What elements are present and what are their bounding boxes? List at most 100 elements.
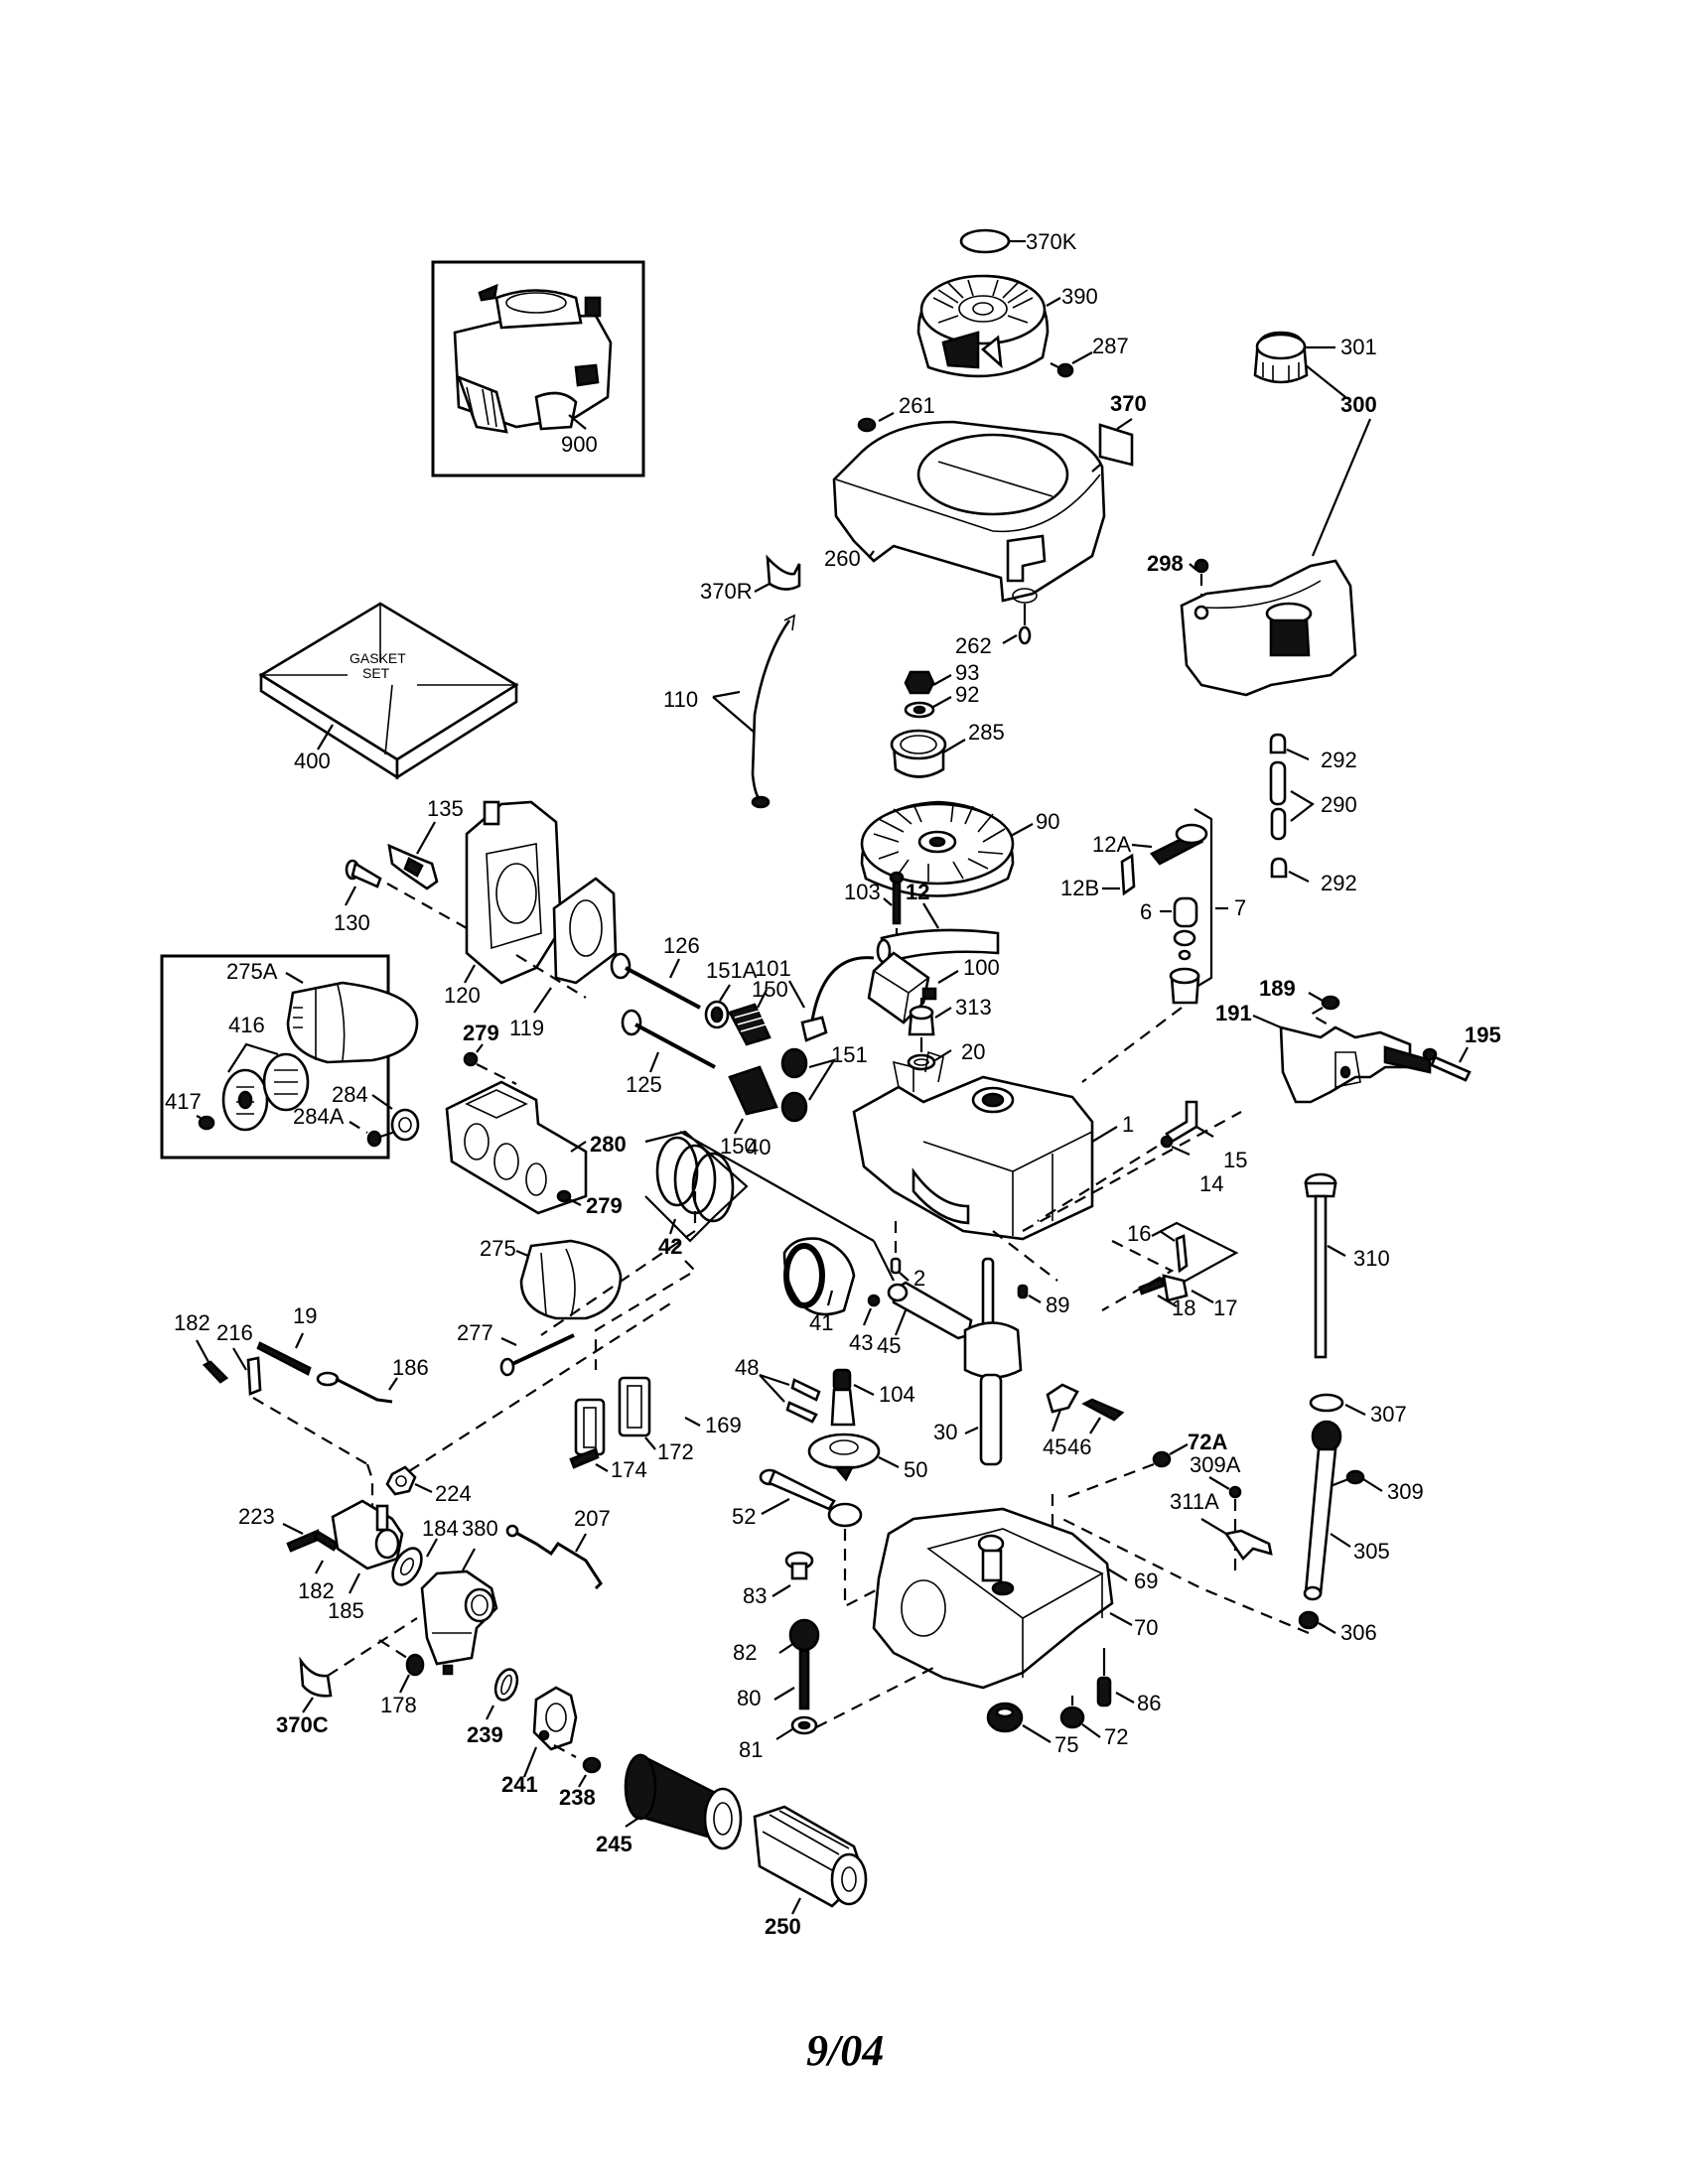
part-label-400: 400 xyxy=(294,749,331,773)
part-label-150-lower: 150 xyxy=(720,1134,757,1159)
part-83-bushing: 83 xyxy=(743,1551,814,1608)
part-250-filter-cover: 250 xyxy=(753,1805,868,1939)
air-cleaner-inset: 275A 416 417 284 284A xyxy=(160,954,420,1160)
part-72A-plug: 72A xyxy=(1061,1430,1227,1501)
part-label-169: 169 xyxy=(705,1413,742,1437)
part-label-18: 18 xyxy=(1172,1296,1195,1320)
part-309A-screw: 309A xyxy=(1190,1452,1242,1578)
part-100-ignition-module: 100 xyxy=(867,951,1000,1024)
part-label-191: 191 xyxy=(1215,1001,1252,1025)
part-label-120: 120 xyxy=(444,983,481,1008)
part-label-103: 103 xyxy=(844,880,881,904)
part-14-clip: 14 xyxy=(1037,1135,1223,1222)
part-label-185: 185 xyxy=(328,1598,364,1623)
part-label-43: 43 xyxy=(849,1330,873,1355)
part-151-valve-retainers: 151 xyxy=(780,1042,868,1123)
part-191-control-bracket: 191 xyxy=(1215,1001,1432,1104)
part-label-17: 17 xyxy=(1213,1296,1237,1320)
part-label-260: 260 xyxy=(824,546,861,571)
part-75-oil-seal: 75 xyxy=(986,1702,1078,1757)
part-292-clamp-lower: 292 xyxy=(1270,857,1357,895)
part-370C-decal: 370C xyxy=(276,1617,418,1737)
part-label-238: 238 xyxy=(559,1785,596,1810)
part-label-189: 189 xyxy=(1259,976,1296,1001)
part-182-screw-upper: 182 xyxy=(174,1310,229,1384)
part-label-48: 48 xyxy=(735,1355,759,1380)
part-label-80: 80 xyxy=(737,1686,761,1710)
part-101-spark-plug-wire: 101 xyxy=(755,956,875,1042)
part-150-valve-spring-lower: 150 xyxy=(720,1065,778,1159)
part-label-186: 186 xyxy=(392,1355,429,1380)
part-label-285: 285 xyxy=(968,720,1005,745)
part-label-261: 261 xyxy=(899,393,935,418)
part-label-50: 50 xyxy=(904,1457,927,1482)
part-2-dowel-pin: 2 xyxy=(890,1221,925,1291)
part-126-exhaust-valve: 126 xyxy=(610,933,701,1010)
part-238-screw: 238 xyxy=(553,1744,602,1810)
part-70-oil-sump: 69 70 xyxy=(872,1507,1158,1690)
part-label-216: 216 xyxy=(216,1320,253,1345)
part-104-cam-follower: 104 xyxy=(832,1368,915,1407)
part-287-screw: 287 xyxy=(1050,334,1129,378)
part-label-311A: 311A xyxy=(1170,1489,1219,1514)
part-label-82: 82 xyxy=(733,1640,757,1665)
part-label-151A: 151A xyxy=(706,958,758,983)
part-223-screw: 223 xyxy=(238,1504,322,1553)
part-279-screw-lower: 279 xyxy=(556,1189,623,1218)
part-72-drain-plug: 72 xyxy=(1059,1696,1128,1749)
part-185-intake-elbow: 185 xyxy=(328,1499,404,1623)
part-186-link: 186 xyxy=(316,1355,429,1404)
part-12-ground-wire: 12 xyxy=(876,880,1000,965)
part-30-crankshaft: 30 xyxy=(933,1257,1023,1466)
part-12A-lead: 12A xyxy=(1092,823,1208,866)
part-284A-screw: 284A xyxy=(293,1104,396,1148)
part-43-pin-lock: 43 xyxy=(849,1294,881,1355)
part-182-screw-lower: 182 xyxy=(298,1530,340,1603)
part-label-126: 126 xyxy=(663,933,700,958)
part-label-45-lower: 45 xyxy=(1043,1434,1066,1459)
part-90-flywheel: 90 xyxy=(860,800,1059,897)
part-400-gasket-set: GASKET SET 400 xyxy=(258,602,519,780)
part-370R-decal: 370R xyxy=(700,554,801,604)
part-label-81: 81 xyxy=(739,1737,763,1762)
part-150-valve-spring-upper: 150 xyxy=(728,977,788,1046)
footer-date: 9/04 xyxy=(806,2026,884,2075)
part-280-muffler-guard: 280 xyxy=(445,1080,627,1215)
part-207-choke-link: 207 xyxy=(505,1506,611,1590)
part-label-224: 224 xyxy=(435,1481,472,1506)
part-label-309: 309 xyxy=(1387,1479,1424,1504)
part-380-carburetor: 380 xyxy=(420,1516,498,1676)
assembly-lines xyxy=(540,1111,1242,1370)
part-label-12A: 12A xyxy=(1092,832,1131,857)
part-119-head-gasket: 119 xyxy=(509,877,618,1040)
part-label-298: 298 xyxy=(1147,551,1184,576)
part-label-100: 100 xyxy=(963,955,1000,980)
part-label-262: 262 xyxy=(955,633,992,658)
part-label-284: 284 xyxy=(332,1082,368,1107)
part-195-link: 195 xyxy=(1422,1023,1501,1082)
part-label-239: 239 xyxy=(467,1722,503,1747)
part-label-2: 2 xyxy=(913,1266,925,1291)
part-label-89: 89 xyxy=(1046,1293,1069,1317)
part-277-bolt: 277 xyxy=(457,1320,575,1377)
part-label-182-lower: 182 xyxy=(298,1578,335,1603)
inset-frame xyxy=(431,260,645,478)
part-label-250: 250 xyxy=(765,1914,801,1939)
part-label-279-lower: 279 xyxy=(586,1193,623,1218)
part-label-195: 195 xyxy=(1465,1023,1501,1047)
fuel-tank xyxy=(1180,559,1357,697)
part-label-416: 416 xyxy=(228,1013,265,1037)
part-80-shaft: 80 xyxy=(737,1649,810,1710)
part-20-seal: 20 xyxy=(907,1039,985,1071)
part-label-279-upper: 279 xyxy=(463,1021,499,1045)
part-285-fan-retainer: 285 xyxy=(890,720,1005,778)
part-16-governor-shaft: 16 xyxy=(1127,1221,1239,1287)
part-label-70: 70 xyxy=(1134,1615,1158,1640)
part-label-150-upper: 150 xyxy=(752,977,788,1002)
part-label-370K: 370K xyxy=(1026,229,1077,254)
part-239-seal: 239 xyxy=(467,1668,519,1747)
part-174-screw: 174 xyxy=(569,1447,647,1482)
part-label-305: 305 xyxy=(1353,1539,1390,1564)
part-245-filter-cartridge: 245 xyxy=(596,1753,743,1856)
part-label-52: 52 xyxy=(732,1504,756,1529)
